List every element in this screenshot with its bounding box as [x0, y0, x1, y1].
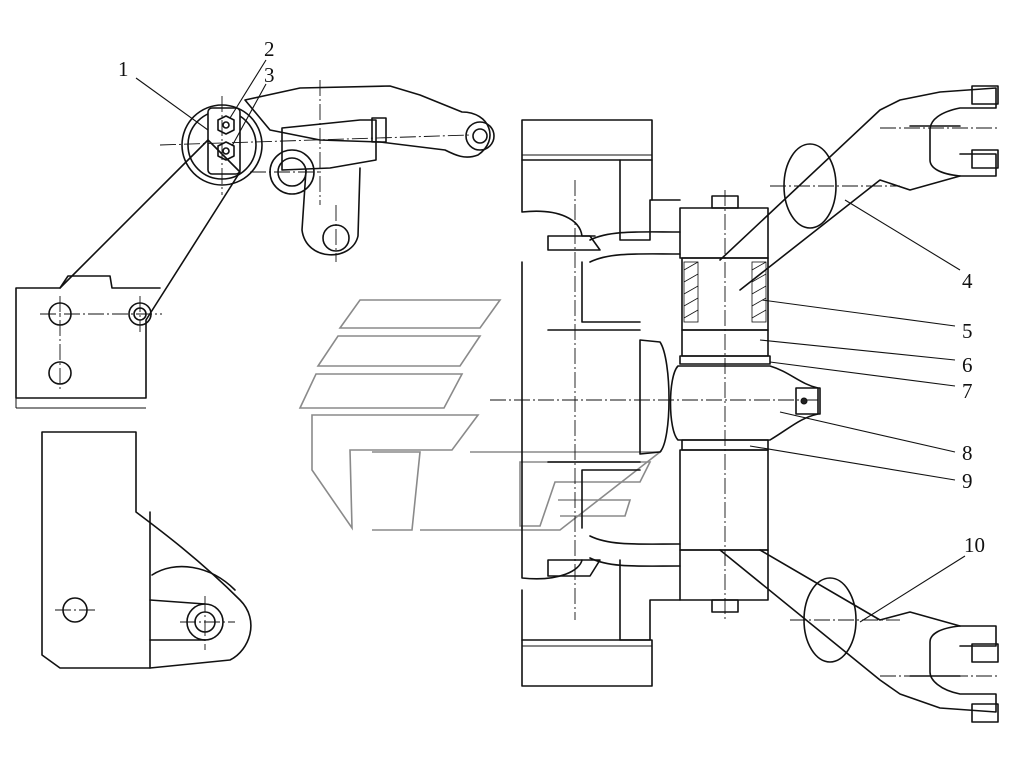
callout-labels: 1 2 3 4 5 6 7 8 9 10: [118, 37, 985, 557]
mounting-bracket-lower: [41, 431, 252, 669]
callout-3: 3: [264, 63, 275, 87]
callout-4: 4: [962, 269, 973, 293]
lower-steering-arm: [719, 549, 1000, 723]
callout-9: 9: [962, 469, 973, 493]
callout-leaders: [135, 59, 966, 623]
kingpin-stack: [669, 190, 821, 620]
callout-5: 5: [962, 319, 973, 343]
lever-assembly: [159, 80, 495, 262]
callout-6: 6: [962, 353, 973, 377]
callout-2: 2: [264, 37, 275, 61]
callout-7: 7: [962, 379, 973, 403]
callout-10: 10: [964, 533, 985, 557]
callout-8: 8: [962, 441, 973, 465]
upper-steering-arm: [719, 85, 1000, 291]
callout-1: 1: [118, 57, 129, 81]
mounting-bracket-upper: [15, 139, 241, 409]
axle-housing: [490, 119, 820, 687]
watermark-logo: [298, 299, 663, 531]
